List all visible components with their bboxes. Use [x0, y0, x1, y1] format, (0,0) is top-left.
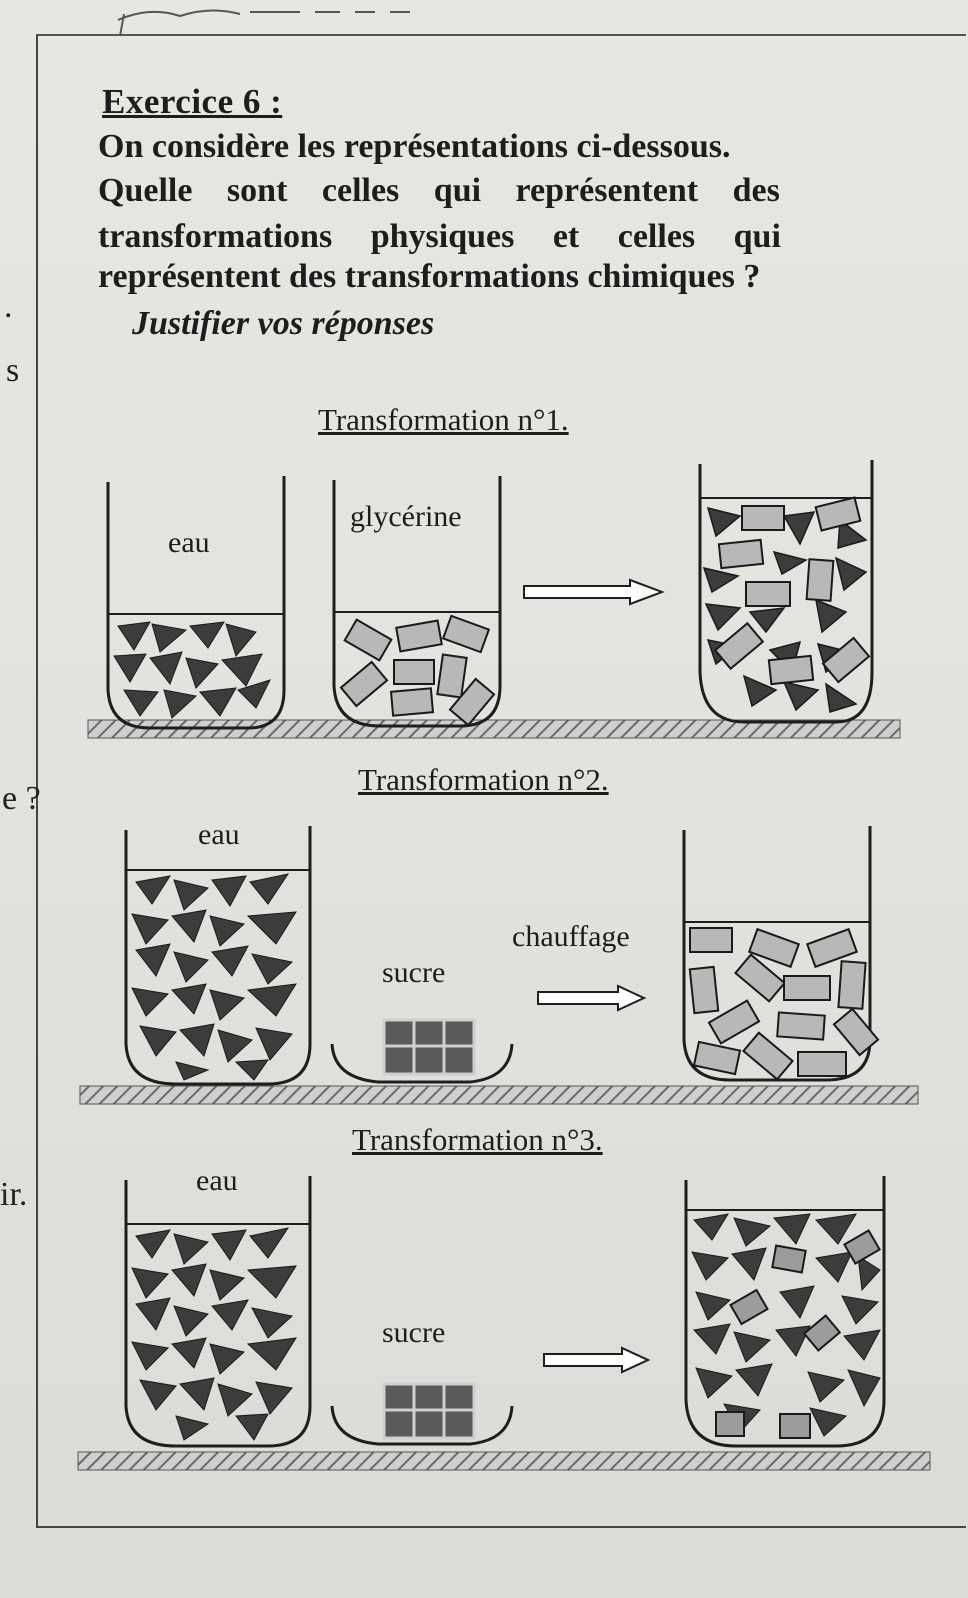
beaker-glycerine [332, 476, 502, 728]
label-eau-2: eau [198, 818, 240, 851]
dish [330, 1405, 514, 1446]
dish [330, 1043, 514, 1084]
beaker-mixture-2 [682, 826, 872, 1082]
margin-fragment: . [4, 288, 13, 325]
sugar-cube [382, 1018, 476, 1076]
margin-fragment: s [6, 352, 20, 389]
margin-fragment: e ? [2, 780, 41, 817]
top-doodle [117, 9, 410, 37]
water-molecules [131, 873, 297, 1081]
beaker-mixture-1 [698, 460, 874, 724]
beaker-water [124, 1176, 312, 1448]
exercise-line: Quelle sont celles qui représentent des [98, 172, 780, 209]
label-glycerine: glycérine [350, 500, 462, 533]
water-molecules [113, 621, 271, 719]
shelf [77, 1451, 931, 1471]
beaker-mixture-3 [684, 1176, 886, 1448]
water-molecules [131, 1227, 297, 1441]
mixture-1-molecules [702, 496, 871, 713]
exercise-title: Exercice 6 : [102, 82, 283, 121]
transformation-1-scene [87, 460, 901, 739]
beaker-water [124, 826, 312, 1086]
shelf [87, 719, 901, 739]
transformation-3-title: Transformation n°3. [352, 1122, 603, 1157]
arrow-2 [537, 984, 647, 1012]
glycerine-molecules [339, 614, 496, 727]
sugar-cube [382, 1382, 476, 1440]
transformation-2-scene [79, 826, 919, 1105]
arrow-3 [543, 1346, 651, 1374]
margin-fragment: ir. [0, 1176, 28, 1213]
exercise-line: représentent des transformations chimiqu… [98, 258, 761, 295]
exercise-instruction: Justifier vos réponses [132, 305, 435, 342]
transformation-1-title: Transformation n°1. [318, 402, 569, 437]
exercise-line: On considère les représentations ci-dess… [98, 128, 731, 165]
label-chauffage: chauffage [512, 920, 630, 953]
label-eau-1: eau [168, 526, 210, 559]
mixture-3-molecules [691, 1213, 881, 1439]
label-sucre-3: sucre [382, 1316, 446, 1349]
exercise-line: transformations physiques et celles qui [98, 218, 781, 255]
arrow-1 [523, 578, 665, 606]
label-eau-3: eau [196, 1164, 238, 1197]
exercise-frame [36, 34, 966, 1528]
transformation-3-scene [77, 1176, 931, 1471]
mixture-2-molecules [688, 927, 880, 1081]
shelf [79, 1085, 919, 1105]
label-sucre-2: sucre [382, 956, 446, 989]
beaker-water [106, 476, 286, 730]
transformation-2-title: Transformation n°2. [358, 762, 609, 797]
